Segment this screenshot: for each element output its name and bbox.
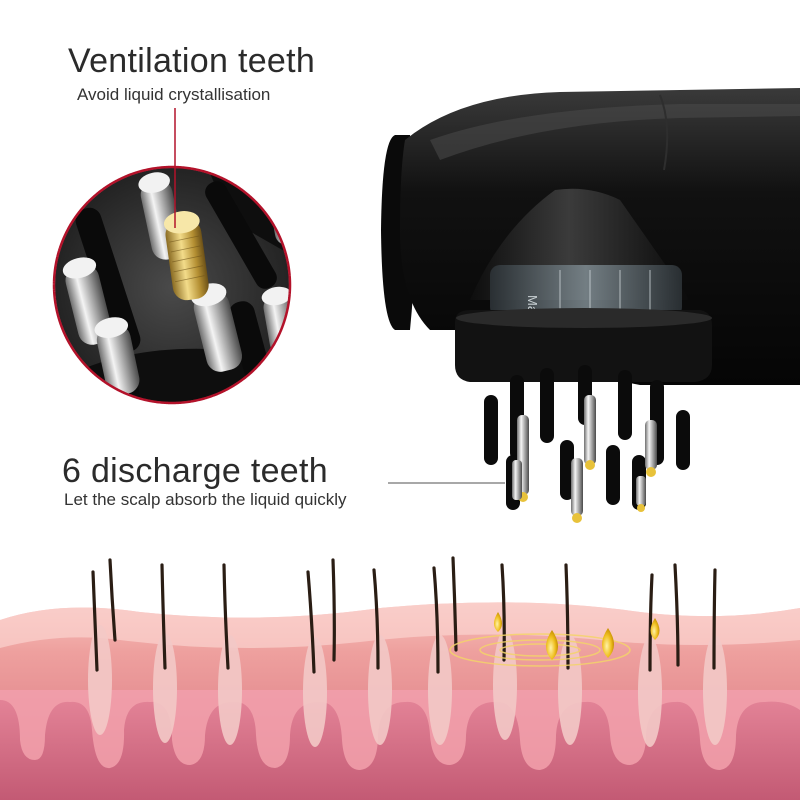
gold-ventilation-tooth xyxy=(163,211,209,301)
ventilation-teeth-subtitle: Avoid liquid crystallisation xyxy=(77,85,271,104)
ventilation-teeth-title: Ventilation teeth xyxy=(68,42,316,80)
scalp-cross-section xyxy=(0,556,800,800)
discharge-teeth-subtitle: Let the scalp absorb the liquid quickly xyxy=(64,490,347,509)
discharge-teeth-title: 6 discharge teeth xyxy=(62,452,328,490)
scalp-applicator-device: Max xyxy=(381,88,800,523)
liquid-drops xyxy=(494,612,660,660)
ventilation-teeth-zoom xyxy=(52,165,292,405)
